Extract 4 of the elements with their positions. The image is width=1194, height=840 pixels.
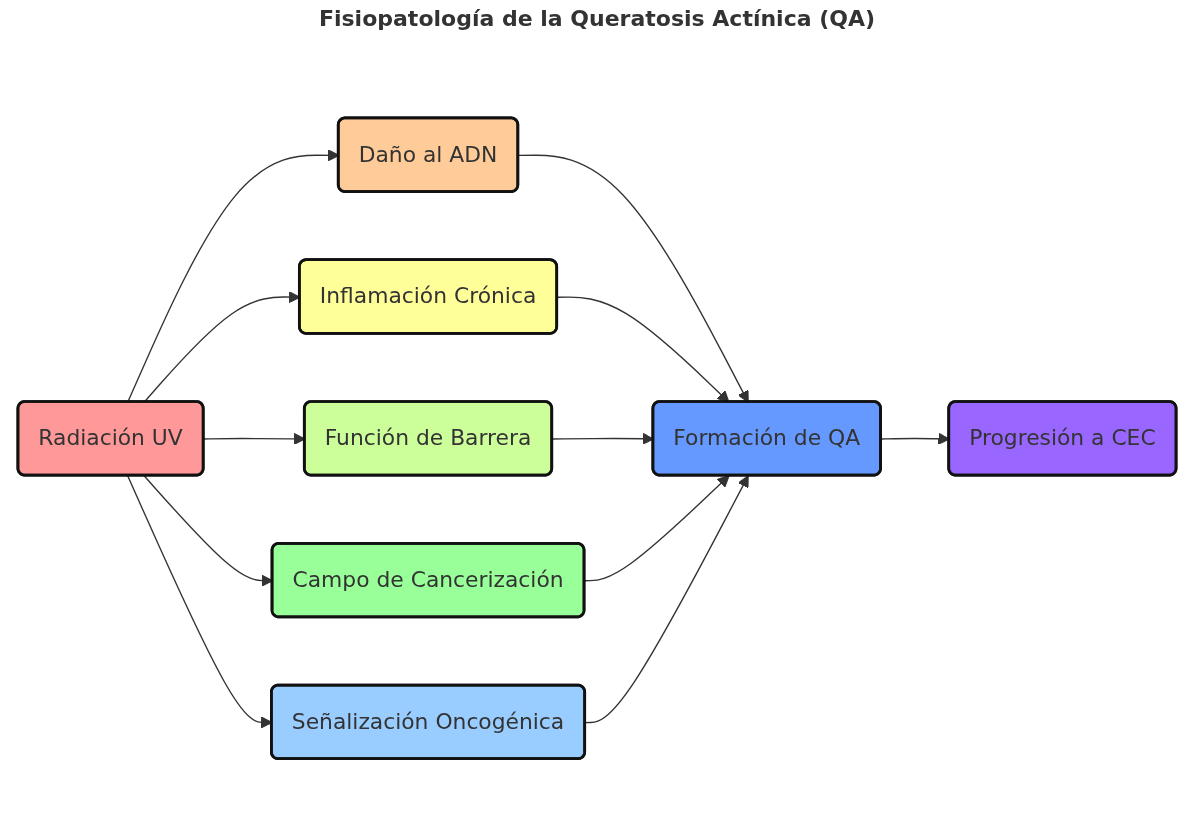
arrow	[584, 475, 749, 724]
diagram-title: Fisiopatología de la Queratosis Actínica (QA)	[318, 6, 876, 31]
arrow	[584, 475, 730, 582]
arrow	[127, 475, 273, 729]
